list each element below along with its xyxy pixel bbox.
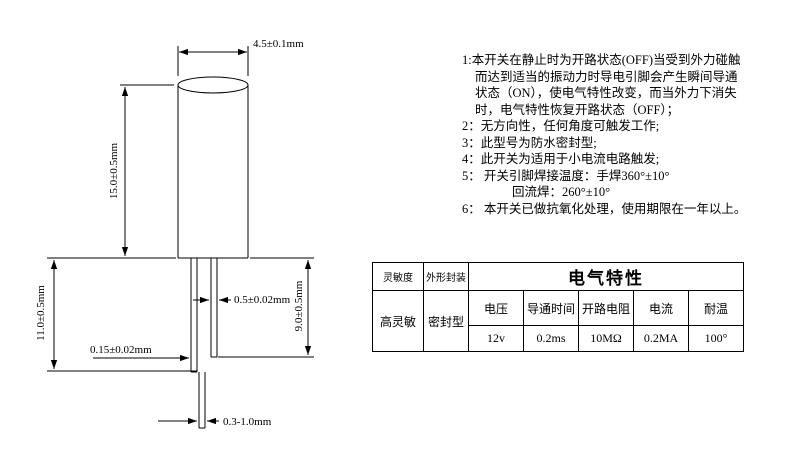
col-header-current: 电流 [633,290,689,326]
value-on-time: 0.2ms [523,325,579,352]
sensitivity-header-cell: 灵敏度 [372,262,424,291]
col-header-temp: 耐温 [688,290,744,326]
col-header-voltage: 电压 [468,290,524,326]
note-line: 回流焊：260°±10° [512,185,611,199]
electrical-spec-table: 灵敏度 外形封装 电气特性 高灵敏 密封型 电压 导通时间 开路电阻 电流 耐温… [372,262,744,352]
dim-pin-diameter-label: 0.5±0.02mm [234,294,291,306]
value-open-resistance: 10MΩ [578,325,634,352]
dim-lead-right-label: 9.0±0.5mm [293,280,305,331]
value-voltage: 12v [468,325,524,352]
dimension-lines [50,48,312,425]
lead-center-bottom [198,372,206,429]
extension-lines [47,46,314,372]
note-line: 6： 本开关已做抗氧化处理，使用期限在一年以上。 [462,201,747,216]
sensitivity-value-cell: 高灵敏 [372,290,424,352]
note-line: 1:本开关在静止时为开路状态(OFF)当受到外力碰触 [462,53,741,67]
package-value-cell: 密封型 [423,290,469,352]
dim-gap-label: 0.15±0.02mm [90,344,152,356]
lead-left [190,258,198,373]
col-header-open-resistance: 开路电阻 [578,290,634,326]
note-line: 5： 开关引脚焊接温度：手焊360°±10° [462,168,670,183]
notes-block: 1:本开关在静止时为开路状态(OFF)当受到外力碰触 而达到适当的振动力时导电引… [462,52,792,217]
note-line: 2：无方向性，任何角度可触发工作; [462,119,660,133]
note-line: 3：此型号为防水密封型; [462,135,597,150]
dim-lead-left-label: 11.0±0.5mm [35,285,47,341]
note-line: 状态（ON），使电气特性改变，而当外力下消失 [475,86,737,100]
note-line: 而达到适当的振动力时导电引脚会产生瞬间导通 [475,69,738,84]
value-current: 0.2MA [633,325,689,352]
package-header-cell: 外形封装 [423,262,469,291]
electrical-header-cell: 电气特性 [468,262,744,291]
dim-top-label: 4.5±0.1mm [253,38,304,50]
lead-right [210,258,218,358]
dim-bottom-label: 0.3-1.0mm [223,416,272,428]
value-temp: 100° [688,325,744,352]
cylinder-body [177,76,249,259]
dim-body-height-label: 15.0±0.5mm [108,142,120,199]
note-line: 4：此开关为适用于小电流电路触发; [462,152,660,166]
switch-dimension-drawing: 4.5±0.1mm 15.0±0.5mm 11.0±0.5mm 9.0±0.5m… [35,38,314,429]
note-line: 时，电气特性恢复开路状态（OFF）； [475,102,680,117]
col-header-on-time: 导通时间 [523,290,579,326]
